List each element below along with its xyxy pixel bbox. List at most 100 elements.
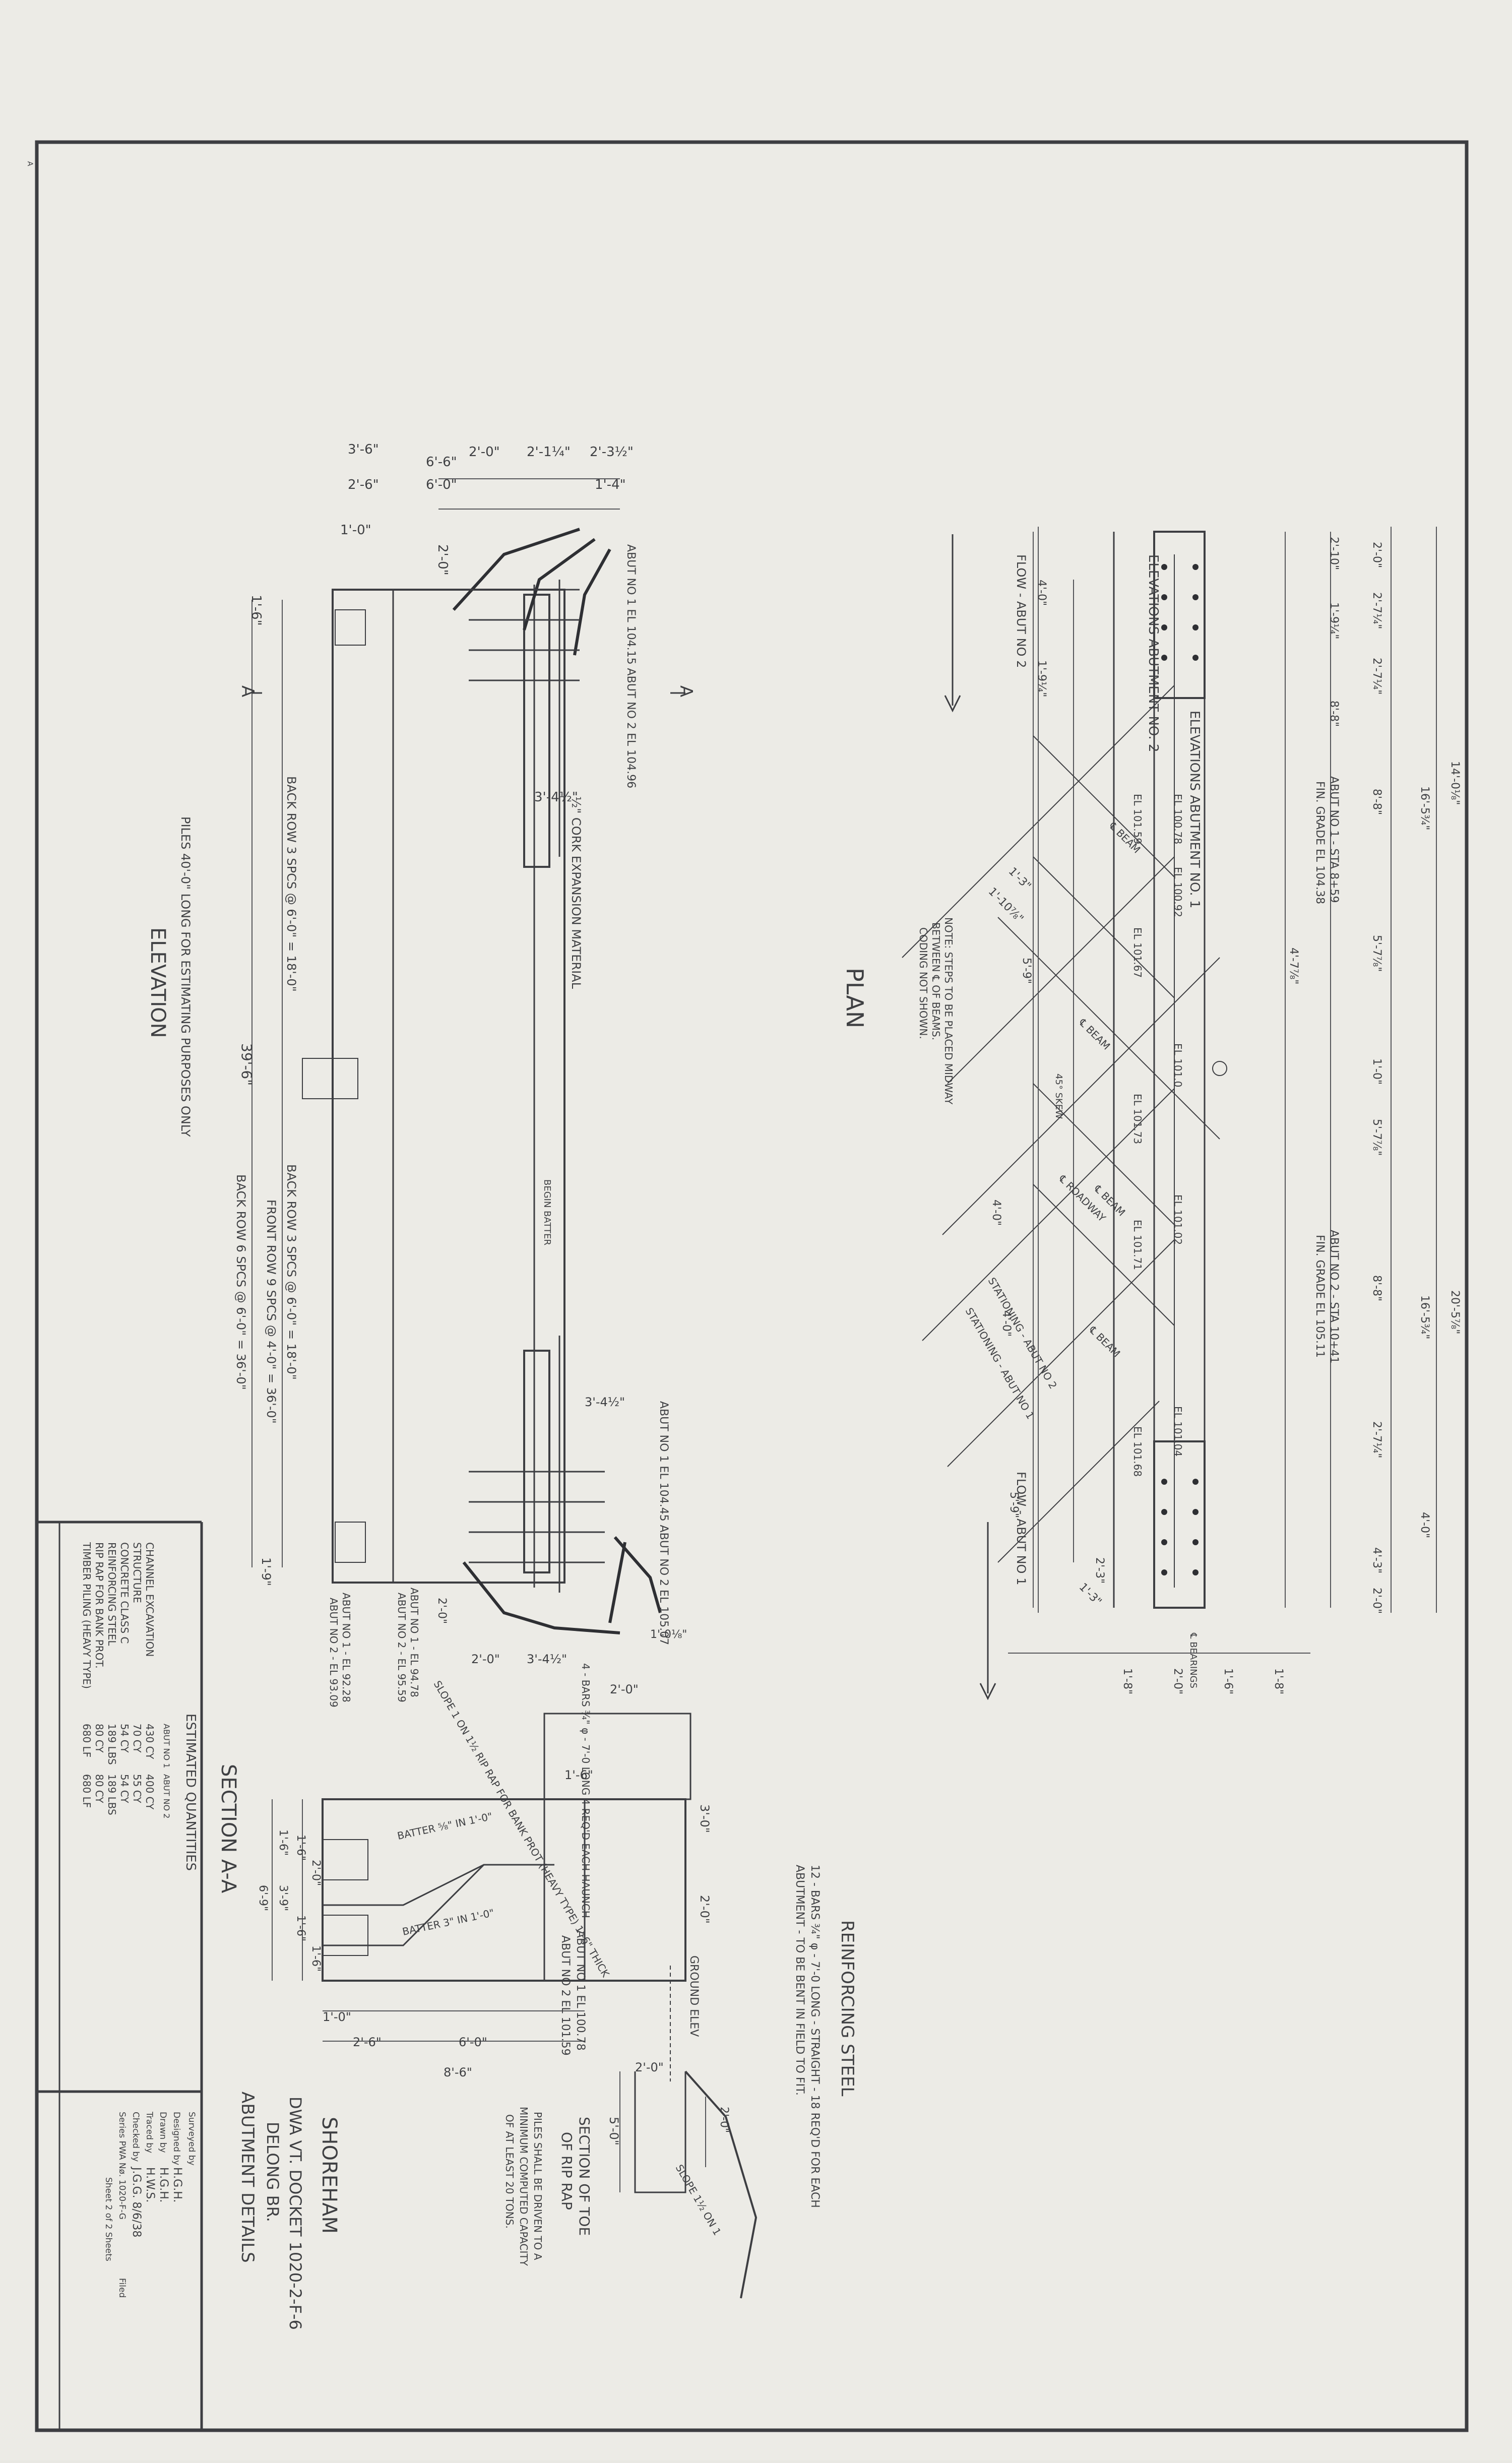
plan-dim-l6: 2'-3" bbox=[1093, 1557, 1106, 1584]
qty-a2-1: 55 CY bbox=[131, 1774, 143, 1803]
section-el-note-1: ABUT NO 1 EL 100.78 bbox=[574, 1930, 587, 2051]
plan-el-5: EL 101.73 bbox=[1131, 1094, 1144, 1144]
qty-a1-5: 680 LF bbox=[81, 1724, 93, 1757]
qty-a2-5: 680 LF bbox=[81, 1774, 93, 1808]
qty-a2-3: 189 LBS bbox=[106, 1774, 118, 1815]
plan-el-1: EL 101.59 bbox=[1131, 794, 1144, 844]
plan-elevations-abut-1: ELEVATIONS ABUTMENT NO. 1 bbox=[1187, 711, 1202, 908]
pile-note-3: OF AT LEAST 20 TONS. bbox=[503, 2114, 516, 2229]
title-line3: DELONG BR. bbox=[263, 2122, 282, 2222]
plan-dim-o3: 16'-5¾" bbox=[1418, 1295, 1431, 1339]
plan-dim-l5: 1'-9¼" bbox=[1035, 660, 1048, 697]
plan-bearings: ℄ BEARINGS bbox=[1188, 1632, 1199, 1688]
plan-dim-b2: 1'-6" bbox=[1222, 1668, 1234, 1694]
qty-a2-4: 80 CY bbox=[93, 1774, 105, 1803]
section-mark-left: A bbox=[237, 685, 258, 697]
plan-dim-o0: 14'-0⅛" bbox=[1448, 761, 1461, 805]
begin-batter: BEGIN BATTER bbox=[542, 1179, 552, 1245]
filed-label: Filed bbox=[117, 2278, 127, 2298]
title-block bbox=[37, 1521, 203, 2430]
plan-dim-l2: 8'-8" bbox=[1328, 701, 1340, 727]
elev-bdim-4: 3'-4½" bbox=[527, 1652, 567, 1666]
plan-el-2: EL 100.92 bbox=[1172, 867, 1184, 917]
plan-dim-r10: 2'-0" bbox=[1370, 1588, 1383, 1614]
qty-a1-0: 430 CY bbox=[144, 1724, 156, 1759]
reinforcing-title: REINFORCING STEEL bbox=[837, 1920, 857, 2096]
plan-el-4: EL 101.0 bbox=[1172, 1043, 1184, 1087]
sheet-border bbox=[35, 140, 1469, 2432]
back-row-top: BACK ROW 3 SPCS @ 6'-0" = 18'-0" bbox=[284, 776, 298, 992]
elev-bdim-1: 1'-0⅛" bbox=[650, 1628, 687, 1641]
section-aa-title: SECTION A-A bbox=[217, 1764, 240, 1893]
reinforcing-line2: ABUTMENT - TO BE BENT IN FIELD TO FIT. bbox=[793, 1865, 806, 2096]
plan-dim-o2: 20'-5⅞" bbox=[1448, 1290, 1461, 1334]
plan-dim-m6: 4'-0" bbox=[1000, 1310, 1013, 1337]
drawn-by: Drawn by bbox=[158, 2112, 168, 2153]
plan-dim-r1: 2'-7¼" bbox=[1370, 592, 1383, 629]
qty-a1-4: 80 CY bbox=[93, 1724, 105, 1753]
qty-a2-2: 54 CY bbox=[118, 1774, 131, 1803]
stem-el-3: ABUT NO 2 - EL 93.09 bbox=[328, 1598, 340, 1708]
elev-dim-9: 2'-0" bbox=[435, 544, 450, 576]
elev-dim-2: 2'-6" bbox=[348, 477, 379, 492]
title-line2: DWA VT. DOCKET 1020-2-F-6 bbox=[286, 2097, 305, 2330]
qty-a1-3: 189 LBS bbox=[106, 1724, 118, 1765]
plan-bottom-dimensions: 1'-8" 2'-0" 1'-6" 1'-8" bbox=[1121, 1668, 1285, 1694]
toe-dim-2: 5'-0" bbox=[607, 2117, 621, 2145]
sec-dim-3: 1'-6" bbox=[294, 1915, 307, 1941]
section-aa-view bbox=[272, 1713, 691, 2042]
sec-dim-1: 2'-0" bbox=[698, 1895, 712, 1924]
title-block-signatures: Surveyed by Designed by H.G.H. Drawn by … bbox=[103, 2111, 197, 2298]
section-el-note-2: ABUT NO 2 EL 101.59 bbox=[559, 1935, 572, 2056]
front-row: FRONT ROW 9 SPCS @ 4'-0" = 36'-0" bbox=[264, 1199, 278, 1424]
sec-dim-13: 1'-6" bbox=[564, 1768, 593, 1782]
plan-dim-r5: 1'-0" bbox=[1370, 1058, 1383, 1085]
plan-left-dimensions: 2'-10" 1'-9¼" 8'-8" 4'-7⅞" 4'-0" 1'-9¼" … bbox=[1035, 537, 1340, 1584]
plan-dim-r4: 5'-7⅞" bbox=[1370, 935, 1383, 972]
plan-abut1-sta: ABUT NO 1 - STA 8+59 bbox=[1328, 776, 1340, 903]
quantities-col-1: ABUT NO 1 bbox=[162, 1724, 171, 1768]
plan-dim-r0: 2'-0" bbox=[1370, 542, 1383, 568]
qty-item-4: RIP RAP FOR BANK PROT. bbox=[93, 1542, 105, 1669]
plan-dim-l1: 1'-9¼" bbox=[1328, 602, 1340, 639]
plan-abut2-sta: ABUT NO 2 - STA 10+41 bbox=[1328, 1230, 1340, 1364]
rebar-haunch-note: 4 - BARS ¾" φ - 7'-0 LONG 4 REQ'D EACH H… bbox=[580, 1663, 592, 1918]
drawn-val: H.G.H. bbox=[157, 2167, 170, 2202]
plan-title: PLAN bbox=[841, 968, 868, 1028]
qty-a1-2: 54 CY bbox=[118, 1724, 131, 1753]
qty-item-0: CHANNEL EXCAVATION bbox=[144, 1542, 156, 1657]
quantities-col-2: ABUT NO 2 bbox=[162, 1774, 171, 1818]
elev-dim-0: 3'-6" bbox=[348, 442, 379, 457]
elev-dim-4: 2'-0" bbox=[469, 445, 500, 460]
elev-dim-5: 2'-1¼" bbox=[527, 445, 571, 460]
cork-expansion: ½" CORK EXPANSION MATERIAL bbox=[569, 796, 583, 989]
designed-val: H.G.H. bbox=[171, 2167, 183, 2202]
stem-el-0: ABUT NO 1 - EL 94.78 bbox=[408, 1588, 420, 1697]
sec-dim-9: 1'-0" bbox=[323, 2010, 351, 2024]
elev-dim-3: 6'-0" bbox=[426, 477, 457, 492]
toe-dim-1: 2'-0" bbox=[718, 2107, 730, 2133]
plan-note-line2: BETWEEN ℄ OF BEAMS. bbox=[930, 922, 942, 1040]
sec-dim-4: 2'-0" bbox=[309, 1860, 322, 1886]
plan-dim-b0: 1'-8" bbox=[1121, 1668, 1133, 1694]
toe-section-view bbox=[619, 1966, 758, 2299]
plan-note-line3: CODING NOT SHOWN. bbox=[917, 927, 929, 1039]
plan-dim-b3: 1'-8" bbox=[1272, 1668, 1285, 1694]
piles-note: PILES 40'-0" LONG FOR ESTIMATING PURPOSE… bbox=[178, 816, 193, 1137]
sec-dim-10: 2'-6" bbox=[353, 2035, 382, 2049]
pile-note-2: MINIMUM COMPUTED CAPACITY bbox=[518, 2107, 530, 2266]
elev-dim-1: 6'-6" bbox=[426, 455, 457, 470]
plan-flow-abut-1: FLOW - ABUT NO 1 bbox=[1014, 1472, 1028, 1585]
toe-dim-0: 2'-0" bbox=[635, 2060, 664, 2074]
toe-title-2: OF RIP RAP bbox=[558, 2132, 575, 2210]
sec-dim-12: 8'-6" bbox=[444, 2065, 472, 2079]
margin-stamp: A bbox=[26, 161, 34, 166]
elev-dim-10: 1'-6" bbox=[248, 595, 264, 626]
plan-dim-m7: 5'-9" bbox=[1007, 1492, 1020, 1518]
sec-dim-11: 6'-0" bbox=[459, 2035, 487, 2049]
elev-bdim-6: 1'-9" bbox=[259, 1557, 273, 1586]
plan-dim-r2: 2'-7¼" bbox=[1370, 658, 1383, 694]
stem-el-2: ABUT NO 1 - EL 92.28 bbox=[340, 1593, 352, 1702]
